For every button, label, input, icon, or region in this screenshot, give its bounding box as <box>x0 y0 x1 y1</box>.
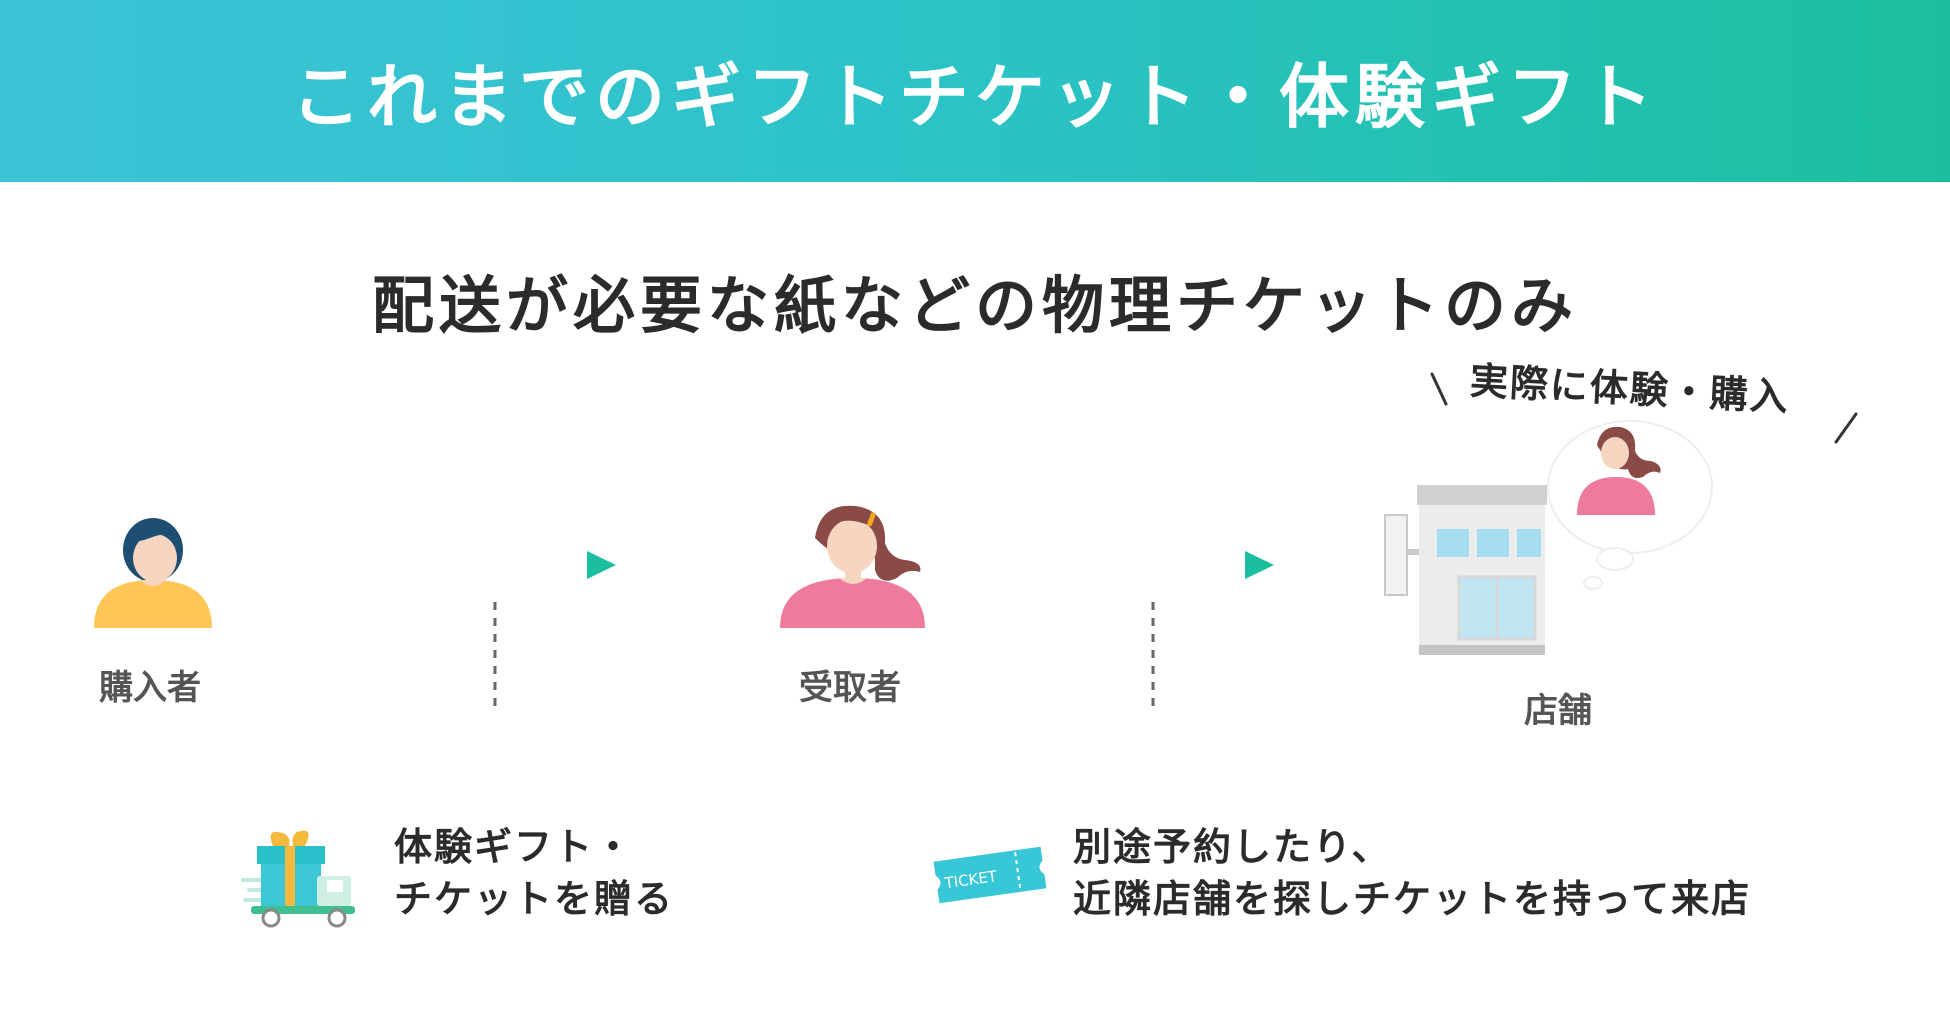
divider-dotted-2 <box>1151 602 1155 710</box>
emphasis-stroke-left <box>1430 372 1448 406</box>
page-title: これまでのギフトチケット・体験ギフト <box>291 55 1659 138</box>
receiver-person-icon <box>780 505 925 628</box>
bubble-label: 実際に体験・購入 <box>1468 358 1791 420</box>
ticket-icon: TICKET <box>933 846 1047 904</box>
arrow-receiver-to-store <box>1028 551 1274 579</box>
thought-bubble-icon <box>1547 420 1713 590</box>
step2-line1: 別途予約したり、 <box>1073 825 1392 869</box>
gift-truck-icon <box>241 830 355 928</box>
step1-description: 体験ギフト・ チケットを贈る <box>394 821 674 925</box>
step2-line2: 近隣店舗を探しチケットを持って来店 <box>1073 877 1752 921</box>
subtitle: 配送が必要な紙などの物理チケットのみ <box>371 269 1578 342</box>
buyer-label: 購入者 <box>99 668 201 708</box>
buyer-person-icon <box>94 518 212 628</box>
receiver-label: 受取者 <box>799 668 901 708</box>
arrow-buyer-to-receiver <box>370 551 616 579</box>
divider-dotted-1 <box>493 602 497 710</box>
step1-line2: チケットを贈る <box>394 877 675 921</box>
header-banner <box>0 0 1950 182</box>
store-building-icon <box>1384 485 1547 655</box>
store-label: 店舗 <box>1524 691 1592 731</box>
step1-line1: 体験ギフト・ <box>394 825 635 869</box>
emphasis-stroke-right <box>1834 412 1858 444</box>
step2-description: 別途予約したり、 近隣店舗を探しチケットを持って来店 <box>1073 821 1751 925</box>
